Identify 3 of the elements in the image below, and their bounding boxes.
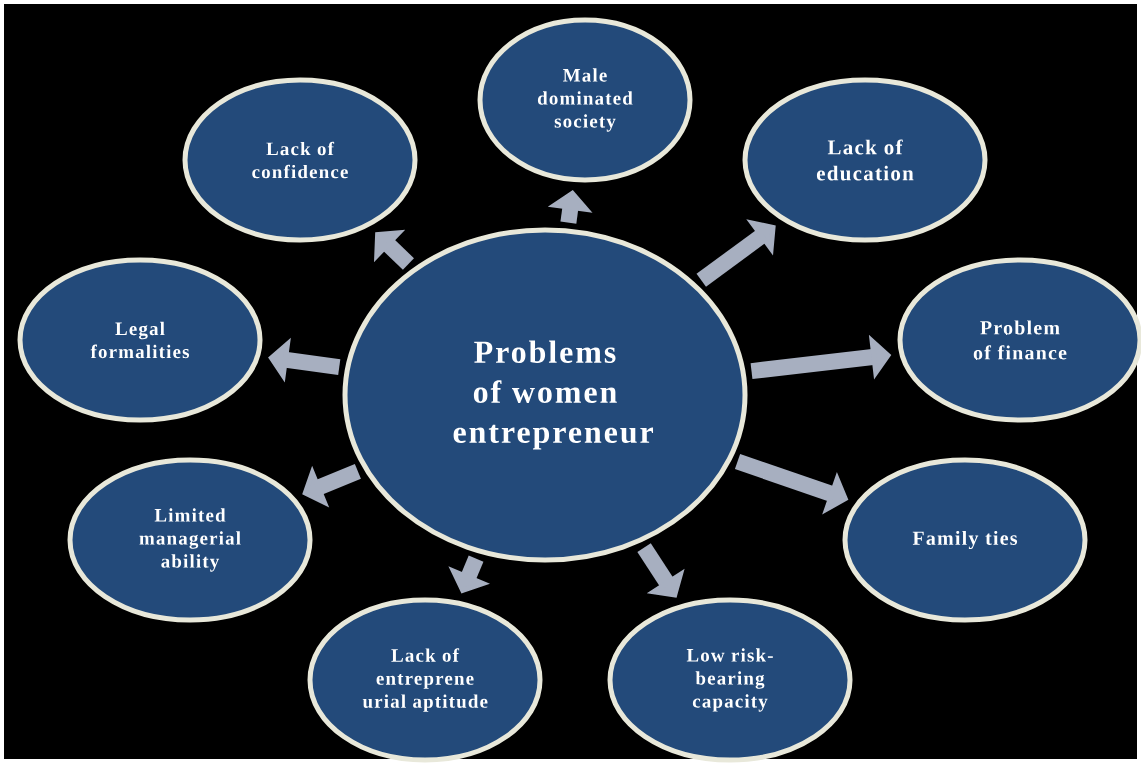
block-arrow: [637, 543, 685, 598]
block-arrow: [696, 219, 776, 287]
block-arrow: [302, 464, 361, 508]
